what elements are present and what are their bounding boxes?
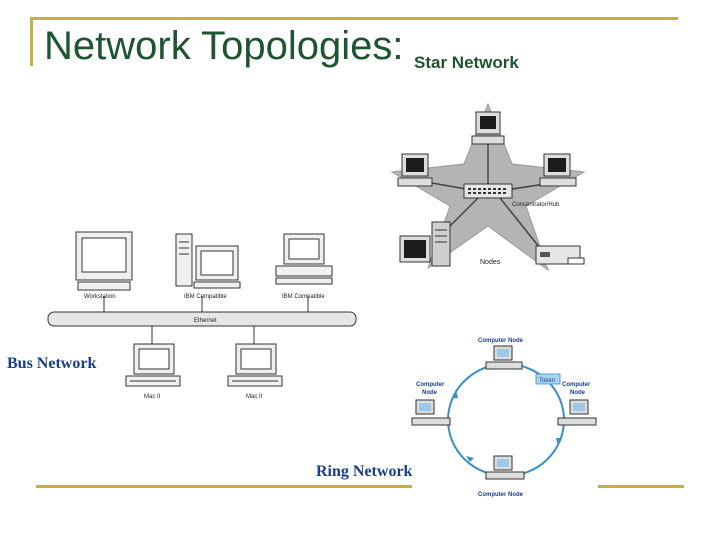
bus-node-mac-right-icon — [227, 343, 283, 387]
star-node-printer-icon — [535, 245, 585, 265]
bus-label-ibm-2: IBM Compatible — [282, 294, 325, 300]
token-badge — [535, 373, 561, 385]
bus-node-mac-left-icon — [125, 343, 181, 387]
ring-node-left-computer-icon — [411, 399, 451, 426]
bottom-accent-line-right — [598, 485, 684, 488]
bus-network-caption: Bus Network — [7, 355, 97, 372]
token-label: Token — [539, 378, 555, 384]
nodes-label: Nodes — [480, 259, 501, 266]
bus-label-ibm-1: IBM Compatible — [184, 294, 227, 300]
bus-label-workstation: Workstation — [84, 294, 116, 300]
ring-right-node-label-1: Computer — [562, 382, 591, 388]
bus-node-workstation-icon — [75, 231, 133, 291]
left-accent-line — [30, 17, 33, 66]
star-node-tower-computer-icon — [399, 221, 451, 267]
top-accent-line — [30, 17, 678, 20]
ring-left-node-label-1: Computer — [416, 382, 445, 388]
ring-node-top-computer-icon — [485, 345, 523, 370]
bus-network-diagram: Ethernet — [47, 231, 357, 400]
bottom-accent-line-left — [36, 485, 412, 488]
star-node-left-computer-icon — [397, 153, 433, 187]
ring-node-right-computer-icon — [557, 399, 597, 426]
bus-drops — [103, 296, 309, 344]
ring-node-bottom-computer-icon — [485, 455, 525, 480]
slide-title: Network Topologies: — [44, 24, 404, 68]
hub-label: Concentrator/Hub — [512, 202, 560, 208]
bus-node-ibm-desktop-icon — [275, 233, 333, 285]
ethernet-label: Ethernet — [194, 318, 217, 324]
ring-left-node-label-2: Node — [422, 390, 438, 396]
ring-network-caption: Ring Network — [316, 463, 413, 480]
ring-top-node-label: Computer Node — [478, 338, 524, 344]
ring-bottom-node-label: Computer Node — [478, 492, 524, 498]
ring-network-diagram: Token Computer Node Computer Node Comput… — [411, 338, 597, 498]
ring-direction-arrows — [452, 378, 562, 462]
star-node-top-computer-icon — [471, 111, 505, 145]
bus-node-ibm-tower-icon — [175, 233, 241, 289]
star-network-caption: Star Network — [414, 53, 519, 72]
hub-icon — [463, 183, 513, 199]
bus-label-mac-2: Mac II — [246, 394, 263, 400]
star-node-right-computer-icon — [539, 153, 577, 187]
ring-right-node-label-2: Node — [570, 390, 586, 396]
star-network-diagram: Concentrator/Hub Nodes — [390, 102, 586, 272]
bus-label-mac-1: Mac II — [144, 394, 161, 400]
